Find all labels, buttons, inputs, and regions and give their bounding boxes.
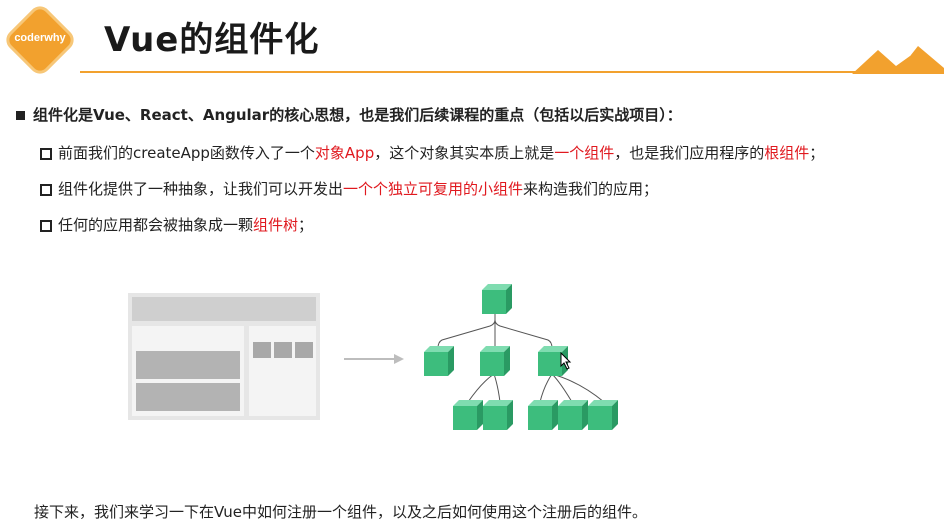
sub-point-1-text-d: ； bbox=[809, 144, 825, 162]
sub-point-1-text-a: 前面我们的createApp函数传入了一个 bbox=[58, 144, 315, 162]
cube-leaf-4 bbox=[558, 400, 588, 430]
page-layout-illustration bbox=[128, 293, 320, 420]
cube-leaf-2 bbox=[483, 400, 513, 430]
sub-point-3-highlight: 组件树 bbox=[253, 216, 299, 234]
component-tree-diagram bbox=[424, 284, 618, 430]
sub-point-3-text-a: 任何的应用都会被抽象成一颗 bbox=[58, 216, 254, 234]
sub-point-1-highlight-c: 根组件 bbox=[764, 144, 810, 162]
sub-point-2-highlight: 一个个独立可复用的小组件 bbox=[343, 180, 524, 198]
cube-leaf-5 bbox=[588, 400, 618, 430]
arrow-right-icon bbox=[344, 354, 404, 364]
main-bullet: 组件化是Vue、React、Angular的核心思想，也是我们后续课程的重点（包… bbox=[16, 104, 682, 125]
square-bullet-icon bbox=[16, 111, 25, 120]
sub-point-3: 任何的应用都会被抽象成一颗组件树； bbox=[40, 214, 313, 235]
sub-point-1: 前面我们的createApp函数传入了一个对象App，这个对象其实本质上就是一个… bbox=[40, 142, 824, 163]
sub-point-1-text-b: ，这个对象其实本质上就是 bbox=[374, 144, 555, 162]
sub-point-2: 组件化提供了一种抽象，让我们可以开发出一个个独立可复用的小组件来构造我们的应用； bbox=[40, 178, 658, 199]
logo-text: coderwhy bbox=[14, 32, 66, 44]
mountain-decoration-icon bbox=[852, 46, 944, 74]
cube-child-1 bbox=[424, 346, 454, 376]
hollow-square-bullet-icon bbox=[40, 147, 52, 160]
sub-point-3-text-b: ； bbox=[298, 216, 314, 234]
sub-point-1-text-c: ，也是我们应用程序的 bbox=[614, 144, 765, 162]
coderwhy-logo: coderwhy bbox=[6, 6, 74, 74]
cube-child-2 bbox=[480, 346, 510, 376]
cube-leaf-1 bbox=[453, 400, 483, 430]
page-title: Vue的组件化 bbox=[104, 20, 320, 60]
main-bullet-text: 组件化是Vue、React、Angular的核心思想，也是我们后续课程的重点（包… bbox=[33, 106, 682, 124]
hollow-square-bullet-icon bbox=[40, 183, 52, 196]
hollow-square-bullet-icon bbox=[40, 219, 52, 232]
sub-point-2-text-b: 来构造我们的应用； bbox=[523, 180, 659, 198]
mouse-cursor-icon bbox=[560, 352, 572, 370]
cube-root bbox=[482, 284, 512, 314]
sub-point-1-highlight-a: 对象App bbox=[314, 144, 375, 162]
cube-leaf-3 bbox=[528, 400, 558, 430]
sub-point-1-highlight-b: 一个组件 bbox=[554, 144, 615, 162]
title-divider bbox=[80, 71, 944, 73]
sub-point-2-text-a: 组件化提供了一种抽象，让我们可以开发出 bbox=[58, 180, 344, 198]
